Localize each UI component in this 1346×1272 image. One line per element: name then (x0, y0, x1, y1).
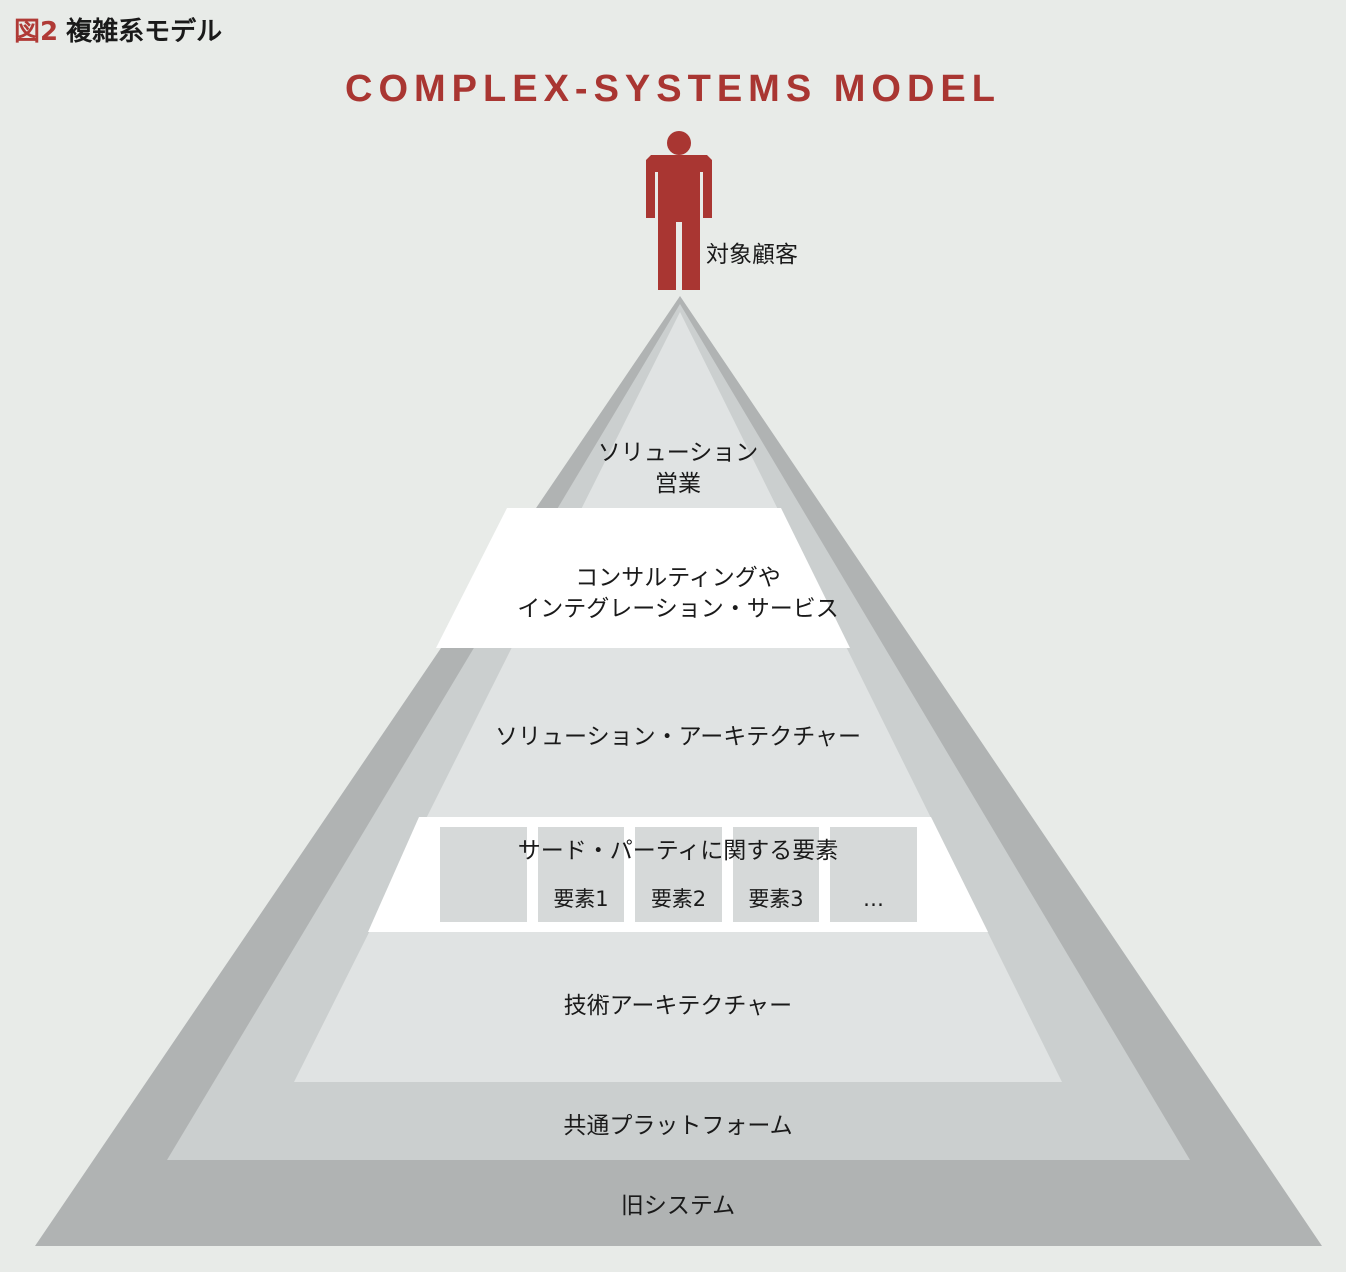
element-box (635, 827, 722, 922)
element-label: … (863, 887, 884, 911)
solution-architecture-label: ソリューション・アーキテクチャー (495, 724, 861, 750)
element-box (830, 827, 917, 922)
common-platform-label: 共通プラットフォーム (563, 1113, 793, 1139)
consulting-label-line1: コンサルティングや (575, 565, 781, 591)
consulting-label-line2: インテグレーション・サービス (517, 596, 839, 622)
element-label: 要素1 (553, 887, 609, 911)
consulting-label: コンサルティングや インテグレーション・サービス (480, 563, 876, 625)
element-label: 要素3 (748, 887, 804, 911)
english-title: COMPLEX-SYSTEMS MODEL (345, 68, 1001, 110)
element-label: 要素2 (650, 887, 707, 911)
figure-title: 複雑系モデル (66, 17, 223, 47)
person-icon (646, 131, 712, 290)
tech-architecture-label: 技術アーキテクチャー (563, 993, 793, 1019)
sales-label-line1: ソリューション (597, 440, 759, 466)
consulting-band (436, 508, 850, 648)
figure-number: 図2 (14, 17, 59, 47)
sales-label: ソリューション 営業 (540, 438, 816, 500)
sales-label-line2: 営業 (655, 471, 701, 497)
person-label: 対象顧客 (706, 242, 798, 268)
third-party-title: サード・パーティに関する要素 (517, 838, 839, 864)
legacy-label: 旧システム (620, 1193, 736, 1219)
element-box (440, 827, 527, 922)
element-box (538, 827, 624, 922)
element-box (733, 827, 819, 922)
